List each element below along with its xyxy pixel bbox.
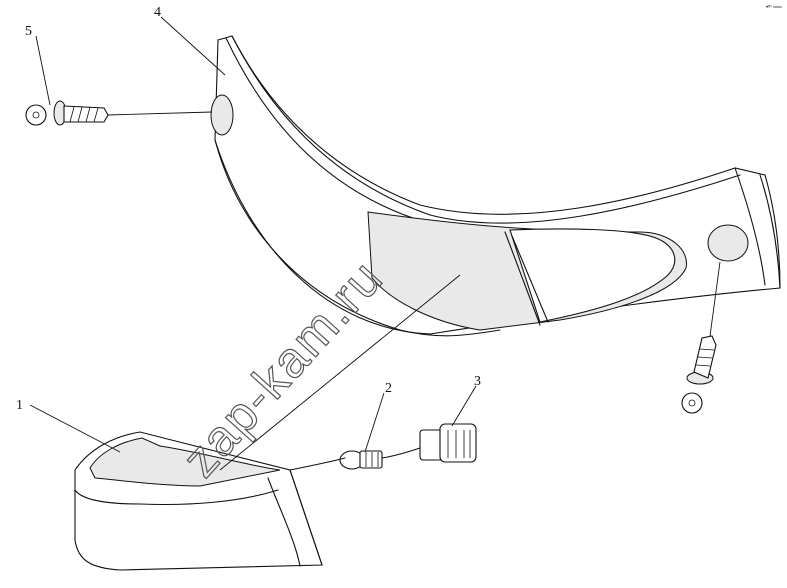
part-1-lamp-lens — [74, 431, 323, 571]
callout-2: 2 — [385, 381, 392, 396]
part-2-bulb — [339, 450, 383, 470]
wire-bulb-to-connector — [381, 447, 421, 459]
assembly-line — [219, 274, 461, 471]
leader-2 — [364, 392, 385, 453]
part-5-screw-right — [681, 261, 721, 414]
callout-1: 1 — [16, 398, 23, 413]
leader-1 — [29, 404, 121, 453]
corner-mark: •ᵐ ══ — [766, 5, 782, 11]
part-4-curved-housing — [210, 35, 781, 337]
leader-4 — [160, 16, 226, 76]
part-5-screw-left — [25, 100, 213, 126]
leader-5 — [35, 35, 51, 106]
part-3-connector — [419, 423, 477, 463]
mount-hole-right — [707, 224, 749, 262]
mount-hole-left — [210, 94, 234, 136]
callout-5: 5 — [25, 24, 32, 39]
wire-lens-to-bulb — [289, 457, 346, 471]
leader-3 — [451, 385, 477, 427]
callout-4: 4 — [154, 5, 161, 20]
callout-3: 3 — [474, 374, 481, 389]
